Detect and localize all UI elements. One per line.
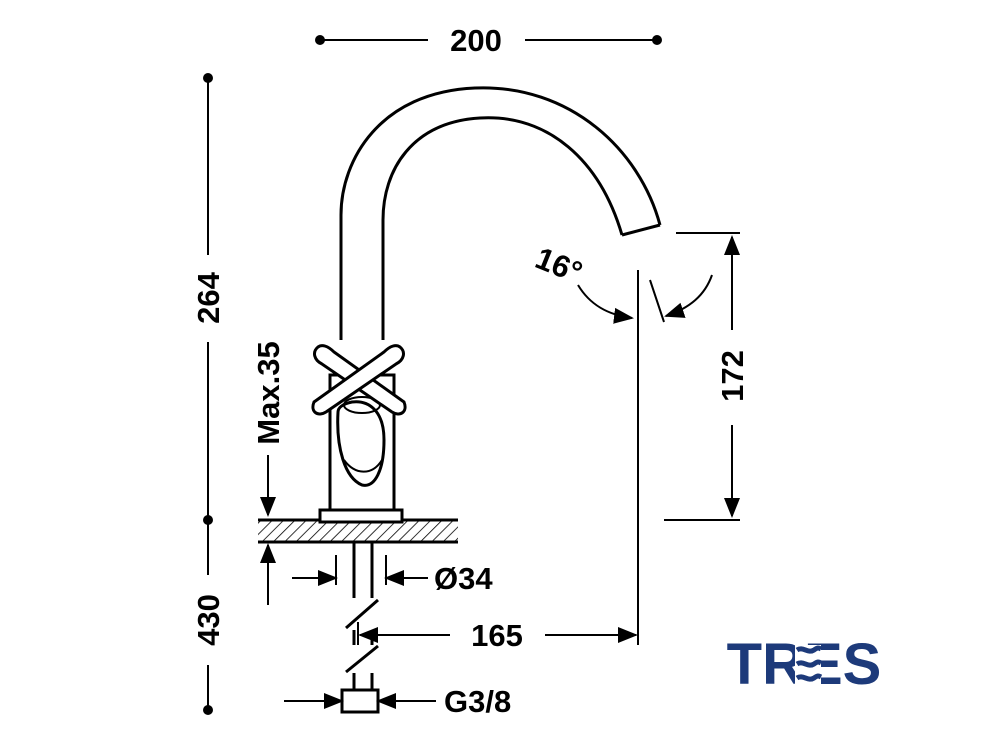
dimension-deck: Max.35 — [251, 341, 286, 605]
cross-handle — [311, 344, 407, 416]
hose-label: 430 — [191, 594, 226, 646]
dimension-connection: G3/8 — [284, 684, 511, 719]
dimension-height: 264 — [191, 73, 226, 525]
tres-logo: TRES — [727, 632, 882, 697]
diameter-label: Ø34 — [434, 561, 493, 596]
width-label: 200 — [450, 23, 502, 58]
dimension-spout-height: 172 — [664, 232, 750, 521]
angle-label: 16° — [531, 240, 588, 290]
supply-hose — [340, 542, 380, 714]
dimension-angle: 16° — [531, 240, 713, 324]
deck-label: Max.35 — [251, 341, 286, 444]
dimension-diameter: Ø34 — [292, 555, 493, 596]
dimension-width: 200 — [315, 23, 662, 58]
height-label: 264 — [191, 271, 226, 323]
reach-label: 165 — [471, 618, 523, 653]
connection-label: G3/8 — [444, 684, 511, 719]
faucet-spout — [339, 86, 662, 340]
dimension-hose: 430 — [191, 520, 226, 715]
spout-height-label: 172 — [715, 350, 750, 402]
countertop — [258, 518, 458, 544]
dimension-reach: 165 — [357, 270, 639, 653]
